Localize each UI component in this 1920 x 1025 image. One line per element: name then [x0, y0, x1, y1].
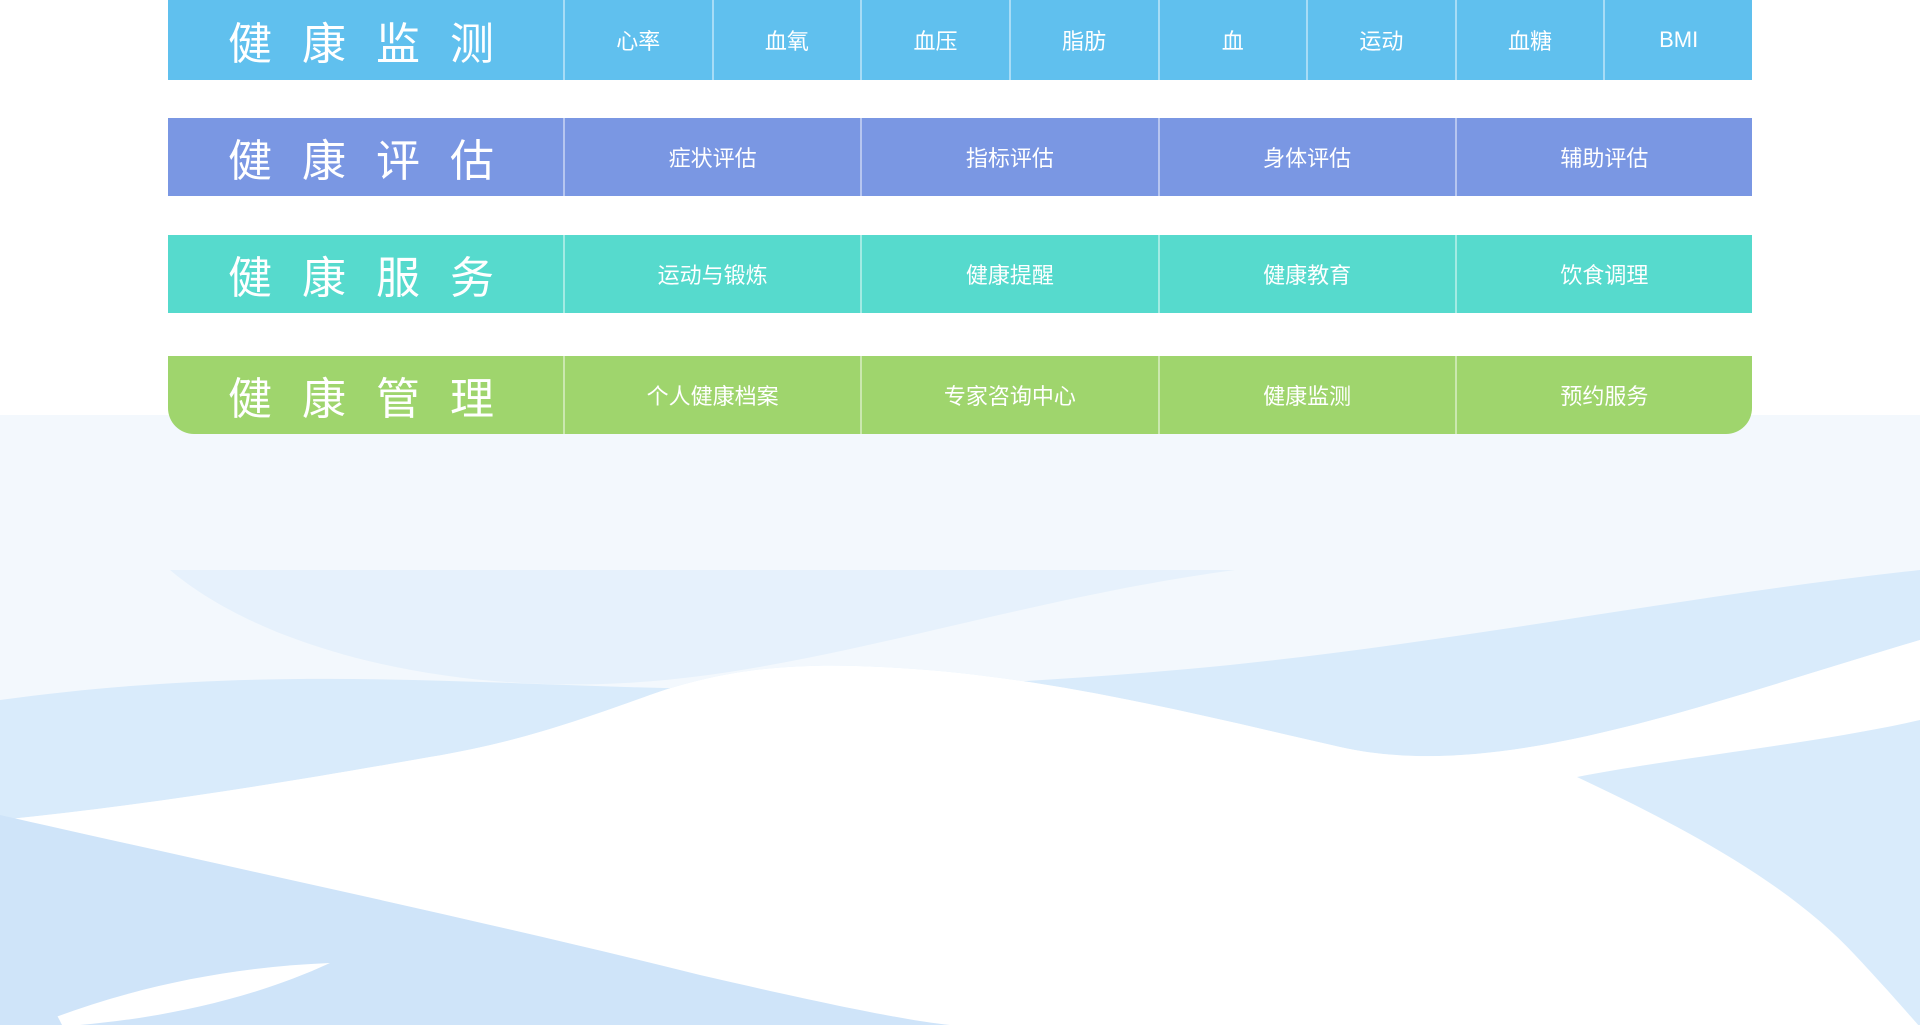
menu-item-body-fat[interactable]: 脂肪: [1008, 0, 1158, 80]
menu-item-heart-rate[interactable]: 心率: [563, 0, 712, 80]
menu-item-health-monitoring[interactable]: 健康监测: [1157, 356, 1455, 434]
menu-item-label: 健康监测: [1263, 384, 1352, 409]
menu-item-label: 心率: [616, 29, 661, 54]
row-header-health-management[interactable]: 健康管理: [168, 356, 563, 434]
menu-item-label: 脂肪: [1062, 29, 1107, 54]
menu-item-exercise[interactable]: 运动: [1306, 0, 1455, 80]
menu-item-personal-health-record[interactable]: 个人健康档案: [563, 356, 860, 434]
menu-item-appointment-service[interactable]: 预约服务: [1454, 356, 1752, 434]
row-header-label: 健康监测: [228, 20, 524, 69]
menu-item-label: 身体评估: [1263, 146, 1352, 171]
menu-item-sports-exercise[interactable]: 运动与锻炼: [563, 235, 860, 313]
row-header-label: 健康服务: [228, 254, 524, 303]
menu-item-label: 血糖: [1508, 29, 1553, 54]
menu-item-blood-oxygen[interactable]: 血氧: [711, 0, 861, 80]
menu-item-label: 饮食调理: [1560, 263, 1649, 288]
menu-item-label: 血压: [913, 29, 958, 54]
menu-item-label: 专家咨询中心: [943, 384, 1076, 409]
wave-band-corner-right: [1577, 720, 1920, 1025]
menu-item-body-assessment[interactable]: 身体评估: [1157, 118, 1455, 196]
menu-row-health-monitoring: 健康监测 心率 血氧 血压 脂肪 血 运动 血糖: [168, 0, 1752, 80]
row-header-health-monitoring[interactable]: 健康监测: [168, 0, 563, 80]
wave-corner-left: [0, 945, 62, 1025]
menu-item-symptom-assessment[interactable]: 症状评估: [563, 118, 860, 196]
menu-item-label: 健康教育: [1263, 263, 1352, 288]
wave-white-sliver: [35, 963, 330, 1025]
menu-item-blood-pressure[interactable]: 血压: [860, 0, 1009, 80]
menu-item-label: 健康提醒: [965, 263, 1054, 288]
menu-item-label: 运动与锻炼: [657, 263, 768, 288]
menu-item-auxiliary-assessment[interactable]: 辅助评估: [1454, 118, 1752, 196]
menu-item-label: 辅助评估: [1560, 146, 1649, 171]
wave-band-upper: [0, 570, 1920, 820]
row-header-health-services[interactable]: 健康服务: [168, 235, 563, 313]
menu-row-health-services: 健康服务 运动与锻炼 健康提醒 健康教育 饮食调理: [168, 235, 1752, 313]
menu-item-bmi[interactable]: BMI: [1603, 0, 1752, 80]
menu-item-indicator-assessment[interactable]: 指标评估: [860, 118, 1157, 196]
menu-item-label: 运动: [1359, 29, 1404, 54]
decorative-wave-background: [0, 415, 1920, 1025]
menu-item-label: 预约服务: [1560, 384, 1649, 409]
row-header-health-assessment[interactable]: 健康评估: [168, 118, 563, 196]
menu-item-expert-consultation-center[interactable]: 专家咨询中心: [860, 356, 1157, 434]
menu-item-health-reminder[interactable]: 健康提醒: [860, 235, 1157, 313]
menu-item-label: 血: [1221, 29, 1244, 54]
menu-row-health-assessment: 健康评估 症状评估 指标评估 身体评估 辅助评估: [168, 118, 1752, 196]
menu-item-blood-sugar[interactable]: 血糖: [1454, 0, 1604, 80]
wave-svg: [0, 415, 1920, 1025]
row-header-label: 健康评估: [228, 137, 524, 186]
menu-item-label: 指标评估: [965, 146, 1054, 171]
menu-row-health-management: 健康管理 个人健康档案 专家咨询中心 健康监测 预约服务: [168, 356, 1752, 434]
menu-item-health-education[interactable]: 健康教育: [1157, 235, 1455, 313]
row-header-label: 健康管理: [228, 375, 524, 424]
menu-item-diet-regulation[interactable]: 饮食调理: [1454, 235, 1752, 313]
menu-item-label: 症状评估: [668, 146, 757, 171]
menu-item-blood[interactable]: 血: [1157, 0, 1307, 80]
menu-item-label: 个人健康档案: [646, 384, 779, 409]
wave-wedge: [170, 570, 1235, 685]
menu-item-label: BMI: [1659, 27, 1699, 52]
menu-item-label: 血氧: [764, 29, 809, 54]
health-nav: 健康监测 心率 血氧 血压 脂肪 血 运动 血糖: [168, 0, 1752, 434]
